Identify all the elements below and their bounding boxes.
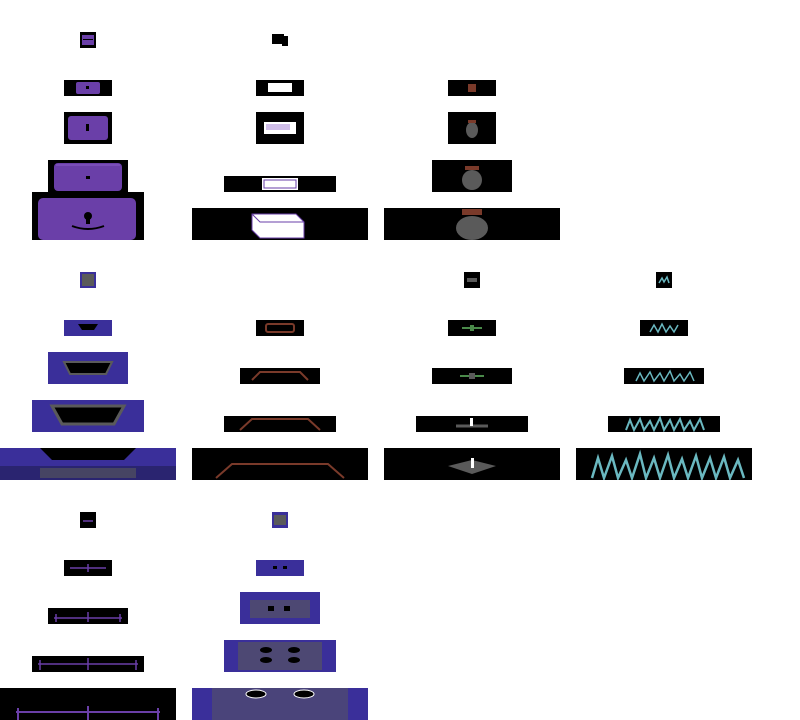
floor-spark-frame-2: [448, 320, 496, 336]
floor-spark-frame-3: [432, 368, 512, 384]
pit-brown-frame-2: [240, 368, 320, 384]
eyes-frame-1: [272, 512, 288, 528]
pit-brown-frame-4: [192, 448, 368, 480]
grass-frame-2: [640, 320, 688, 336]
pit-blue-frame-5: [0, 448, 176, 480]
floor-spark-frame-1: [464, 272, 480, 288]
urn-frame-3: [432, 160, 512, 192]
rail-frame-5: [0, 688, 176, 720]
grass-frame-5: [576, 448, 752, 480]
pit-brown-frame-1: [256, 320, 304, 336]
rail-frame-3: [48, 608, 128, 624]
pit-blue-frame-2: [64, 320, 112, 336]
rail-frame-4: [32, 656, 144, 672]
eyes-frame-4: [224, 640, 336, 672]
pit-blue-frame-1: [80, 272, 96, 288]
rail-frame-2: [64, 560, 112, 576]
urn-frame-1: [448, 80, 496, 96]
chest-frame-5: [32, 192, 144, 240]
stone-block-frame-2: [256, 80, 304, 96]
urn-frame-2: [448, 112, 496, 144]
stone-block-frame-1: [272, 32, 288, 48]
grass-frame-3: [624, 368, 704, 384]
urn-frame-4: [384, 208, 560, 240]
floor-spark-frame-5: [384, 448, 560, 480]
stone-block-frame-4: [224, 176, 336, 192]
pit-blue-frame-3: [48, 352, 128, 384]
pit-brown-frame-3: [224, 416, 336, 432]
floor-spark-frame-4: [416, 416, 528, 432]
pit-blue-frame-4: [32, 400, 144, 432]
chest-frame-2: [64, 80, 112, 96]
chest-frame-3: [64, 112, 112, 144]
eyes-frame-2: [256, 560, 304, 576]
chest-frame-1: [80, 32, 96, 48]
rail-frame-1: [80, 512, 96, 528]
stone-block-frame-3: [256, 112, 304, 144]
eyes-frame-3: [240, 592, 320, 624]
stone-block-frame-5: [192, 208, 368, 240]
grass-frame-4: [608, 416, 720, 432]
eyes-frame-5: [192, 688, 368, 720]
grass-frame-1: [656, 272, 672, 288]
chest-frame-4: [48, 160, 128, 192]
